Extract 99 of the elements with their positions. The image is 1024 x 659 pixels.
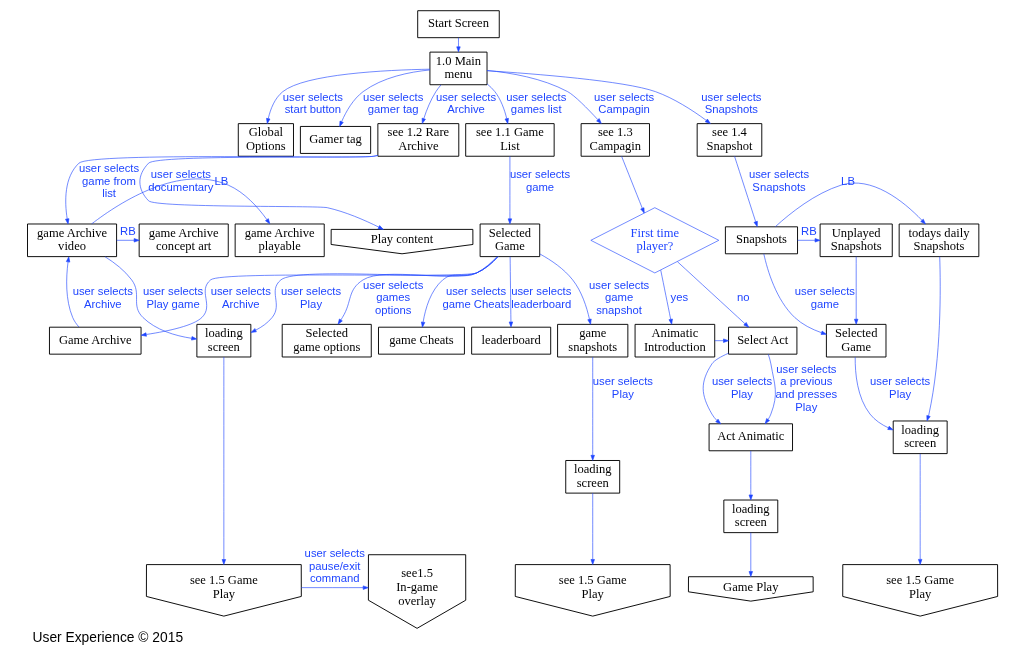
arrow — [65, 256, 79, 328]
edge-label: user selects Archive — [210, 285, 271, 310]
node-box: loading screen — [892, 420, 948, 455]
arrow — [90, 178, 270, 225]
node-box: game Archive concept art — [138, 223, 229, 258]
edge-label: user selects game Cheats — [441, 285, 510, 310]
arrow — [507, 155, 512, 225]
node-box: Unplayed Snapshots — [819, 223, 893, 258]
caption: User Experience © 2015 — [32, 629, 183, 645]
edge-label: user selects games options — [362, 278, 423, 316]
arrow — [917, 453, 922, 565]
arrow — [733, 155, 758, 227]
arrow — [486, 83, 509, 124]
edge-label: user selects games list — [505, 90, 566, 116]
edge-label: user selects start button — [282, 90, 343, 116]
arrow — [763, 253, 827, 335]
edge-label: user selects Play game — [142, 285, 203, 310]
edge-label: user selects Archive — [435, 90, 496, 116]
node-box: see 1.2 Rare Archive — [376, 123, 459, 157]
edge-label: user selects Campagin — [593, 90, 654, 116]
node-box: leaderboard — [470, 326, 551, 355]
edge-label: user selects Play — [711, 375, 772, 401]
edge-label: RB — [119, 224, 136, 237]
node-box: Game Archive — [48, 326, 141, 355]
arrow — [764, 353, 776, 424]
arrow — [221, 356, 226, 565]
node-box: Animatic Introduction — [634, 323, 715, 358]
node-box: Selected Game — [479, 223, 540, 258]
edge-label: user selects a previous and presses Play — [775, 362, 837, 413]
edge-label: user selects Play — [592, 375, 653, 401]
edge-label: LB — [840, 174, 855, 187]
arrow — [508, 256, 513, 328]
arrow — [115, 238, 139, 243]
arrow — [676, 261, 749, 328]
edge-label: user selects game from list — [78, 162, 139, 200]
edge-label: user selects Play — [869, 375, 930, 401]
edge-label: no — [736, 291, 750, 304]
node-box: Global Options — [237, 123, 294, 157]
arrow — [796, 238, 820, 243]
edge-label: user selects game — [794, 285, 855, 310]
edge-label: user selects game snapshot — [588, 278, 649, 316]
node-box: Selected Game — [825, 323, 886, 358]
arrow — [139, 155, 384, 230]
arrow — [338, 69, 430, 127]
node-box: Gamer tag — [299, 126, 371, 154]
node-box: game Archive playable — [234, 223, 325, 258]
edge-label: user selects gamer tag — [362, 90, 423, 116]
arrow — [853, 256, 858, 325]
arrow — [250, 256, 498, 333]
node-box: todays daily Snapshots — [898, 223, 979, 258]
edge-label: user selects game — [509, 168, 570, 193]
arrow — [620, 155, 645, 214]
arrow — [64, 155, 378, 225]
arrow — [337, 256, 498, 325]
arrow — [774, 182, 926, 228]
node-box: 1.0 Main menu — [428, 51, 487, 86]
node-box: see 1.4 Snapshot — [696, 123, 762, 157]
node-box: loading screen — [564, 460, 620, 494]
arrow — [265, 68, 430, 124]
arrow — [486, 70, 602, 124]
arrow — [714, 338, 729, 343]
arrow — [104, 256, 197, 341]
arrow — [702, 352, 729, 425]
arrow — [300, 585, 368, 590]
node-box: game Cheats — [377, 326, 465, 355]
arrow — [486, 70, 711, 124]
node-box: loading screen — [195, 323, 251, 358]
arrow — [854, 356, 893, 431]
node-box: loading screen — [722, 499, 778, 534]
arrow — [455, 37, 461, 53]
edge-label: yes — [670, 291, 688, 304]
edge-label: LB — [213, 174, 228, 187]
arrow — [659, 269, 673, 325]
node-box: Snapshots — [724, 226, 798, 255]
arrow — [421, 84, 441, 124]
edge-label: user selects documentary — [147, 168, 213, 193]
edge-label: RB — [800, 224, 817, 237]
node-box: game snapshots — [556, 323, 628, 358]
edge-label: user selects leaderboard — [510, 285, 571, 310]
node-box: Selected game options — [281, 323, 372, 358]
edge-label: user selects Play — [280, 285, 341, 310]
arrow — [748, 450, 753, 501]
arrow — [140, 256, 498, 337]
arrow — [590, 492, 595, 565]
node-box: see 1.3 Campagin — [580, 123, 650, 157]
node-box: Select Act — [727, 326, 797, 355]
arrow — [926, 256, 941, 422]
node-box: Act Animatic — [708, 423, 793, 452]
arrow — [590, 356, 595, 461]
edge-label: user selects pause/exit command — [304, 547, 365, 585]
node-box: see 1.1 Game List — [464, 123, 555, 157]
edge-label: user selects Snapshots — [700, 90, 761, 116]
edge-label: user selects Archive — [72, 285, 133, 310]
arrow — [539, 253, 592, 325]
node-box: game Archive video — [26, 223, 117, 258]
node-box: Start Screen — [416, 10, 500, 39]
arrow — [748, 532, 753, 577]
edge-label: user selects Snapshots — [748, 168, 809, 193]
arrow — [420, 256, 497, 328]
